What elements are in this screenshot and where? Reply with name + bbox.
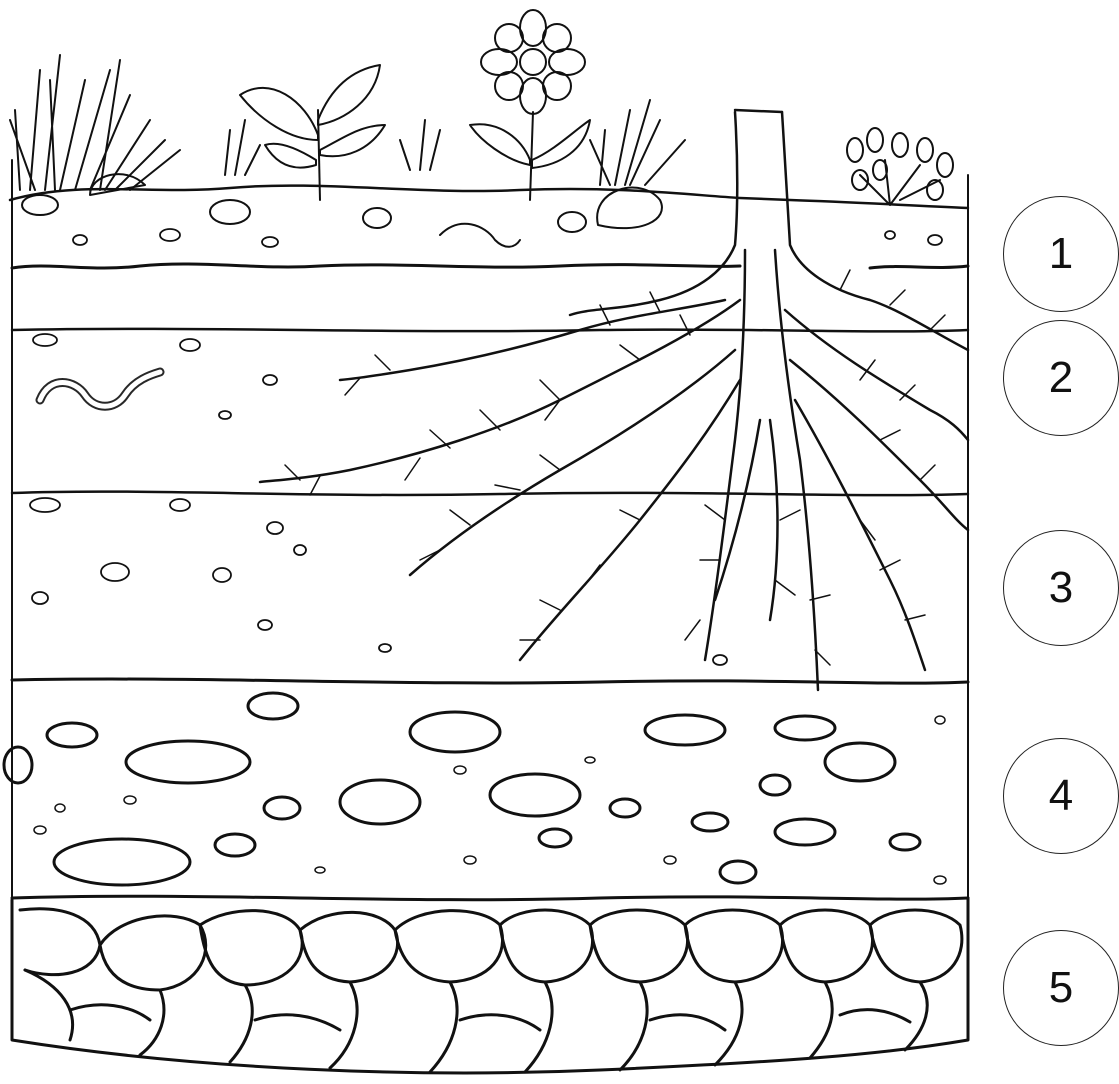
shrub-plant: [847, 128, 953, 205]
layer-label-5-text: 5: [1049, 963, 1073, 1013]
horizon-boundary-4: [12, 679, 968, 683]
horizon-boundary-2: [12, 329, 968, 332]
small-grass-tuft: [225, 120, 440, 175]
layer-label-3-text: 3: [1049, 563, 1073, 613]
bedrock-stones: [12, 898, 968, 1073]
grass-clump-left: [10, 55, 180, 190]
seedling-plant: [240, 65, 385, 200]
layer-label-1: 1: [1003, 196, 1119, 312]
layer-label-1-text: 1: [1049, 229, 1073, 279]
horizon-boundary-5: [12, 896, 968, 899]
earthworm-top: [440, 224, 520, 247]
grass-clump-right: [590, 100, 685, 185]
tree-trunk-and-roots: [260, 110, 968, 690]
horizon-boundary-3: [12, 492, 968, 496]
layer-label-4: 4: [1003, 738, 1119, 854]
layer-label-5: 5: [1003, 930, 1119, 1046]
layer-label-4-text: 4: [1049, 771, 1073, 821]
layer-4-stones: [4, 693, 920, 885]
ground-surface-line: [10, 186, 968, 208]
small-pebbles: [30, 229, 942, 665]
layer-label-3: 3: [1003, 530, 1119, 646]
horizon-boundary-1: [12, 264, 968, 268]
earthworm-inner: [40, 372, 160, 406]
layer-label-2-text: 2: [1049, 353, 1073, 403]
layer-label-2: 2: [1003, 320, 1119, 436]
surface-rocks: [22, 174, 662, 232]
flower-plant: [470, 10, 590, 200]
